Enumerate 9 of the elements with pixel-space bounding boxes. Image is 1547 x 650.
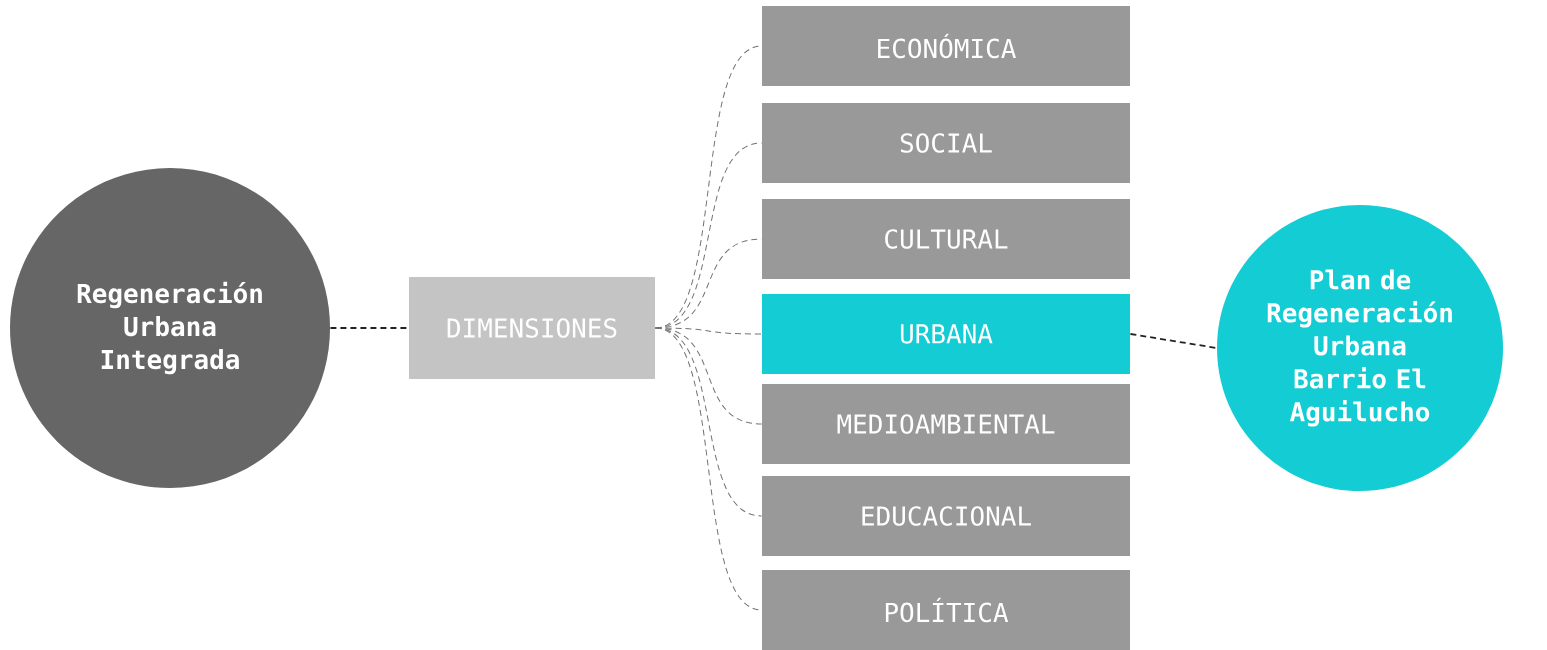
connector-line	[1129, 333, 1218, 349]
dimension-box: SOCIAL	[762, 103, 1130, 183]
dimension-box: CULTURAL	[762, 199, 1130, 279]
dimension-box: EDUCACIONAL	[762, 476, 1130, 556]
dimension-box: MEDIOAMBIENTAL	[762, 384, 1130, 464]
dimension-box: POLÍTICA	[762, 570, 1130, 650]
dimension-box: ECONÓMICA	[762, 6, 1130, 86]
category-box: DIMENSIONES	[409, 277, 655, 379]
dimension-box: URBANA	[762, 294, 1130, 374]
